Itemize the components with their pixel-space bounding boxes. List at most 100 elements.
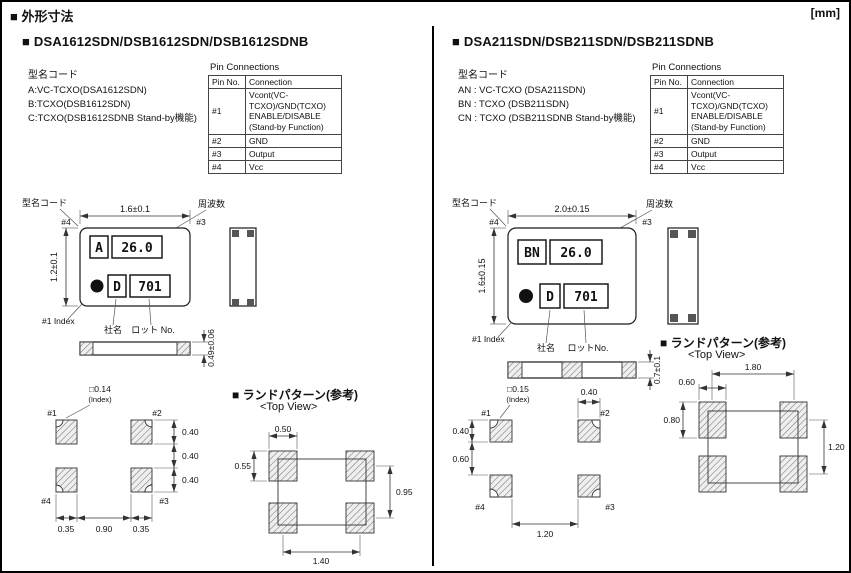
model-code-label: 型名コード: [28, 70, 78, 81]
land-pattern-drawing-left: 0.50 0.55 0.95 1.40: [234, 424, 413, 566]
footprint-drawing-right: □0.15 (Index) #1 #2 #4 #3 0.40: [452, 384, 615, 539]
frequency-marking: 26.0: [121, 241, 152, 256]
pad-width-dimension: 0.60: [678, 377, 727, 400]
section-heading-right: ■ DSA211SDN/DSB211SDN/DSB211SDNB: [452, 34, 715, 49]
company-label: 社名: [537, 342, 555, 353]
package-drawing-left: 型名コード 1.6±0.1 周波数 #4 #3 A 26.0 D 701 1.2…: [22, 197, 257, 367]
pin4-label: #4: [489, 217, 499, 227]
footprint-drawing-left: □0.14 (Index) #1 #2 #4 #3 0.40 0.40 0: [41, 384, 199, 534]
pin-row: #3 Output: [208, 146, 342, 161]
pin4-label: #4: [41, 496, 51, 506]
index-dim-text: □0.15: [507, 384, 529, 394]
model-code-pointer-label: 型名コード: [22, 197, 67, 208]
pin4-label: #4: [475, 502, 485, 512]
leader-line: [583, 309, 587, 344]
pad-width-dimension: 0.40: [577, 387, 601, 418]
vertical-dimensions: 0.40 0.60: [452, 419, 488, 476]
height-dim-text: 1.2±0.1: [49, 252, 59, 282]
code-box: [517, 239, 547, 265]
h-pitch-text: 1.80: [745, 362, 762, 372]
company-label: 社名: [104, 324, 122, 335]
pin-row: #4 Vcc: [208, 159, 342, 174]
pin-connection: Vcc: [245, 159, 342, 174]
conn-col-header: Connection: [245, 75, 342, 89]
pin-number: #4: [650, 159, 688, 174]
pin-col-header: Pin No.: [650, 75, 688, 89]
pad-height-text: 0.80: [663, 415, 680, 425]
v-dim-text: 0.40: [182, 475, 199, 485]
pin-row: #1 Vcont(VC-TCXO)/GND(TCXO) ENABLE/DISAB…: [208, 88, 342, 135]
vertical-pitch-dimension: 1.20: [809, 419, 845, 475]
index-label-text: (Index): [88, 395, 112, 404]
pin-row: #2 GND: [650, 133, 784, 148]
pin-number: #4: [208, 159, 246, 174]
pin-row: #2 GND: [208, 133, 342, 148]
pin-table-header-row: Pin No. Connection: [650, 75, 784, 89]
corner-pads: [489, 419, 601, 498]
height-dimension: 1.2±0.1: [49, 227, 78, 307]
index-pin-label: #1 Index: [472, 334, 505, 344]
pin-connections-title: Pin Connections: [652, 62, 722, 73]
thickness-dim-text: 0.7±0.1: [652, 356, 662, 385]
lot-box: [563, 283, 609, 309]
date-marking: D: [113, 280, 121, 295]
pin-number: #3: [208, 146, 246, 161]
land-pattern-drawing-right: 1.80 0.60 0.80 1.20: [663, 362, 845, 493]
pin-row: #1 Vcont(VC-TCXO)/GND(TCXO) ENABLE/DISAB…: [650, 88, 784, 135]
date-marking: D: [546, 290, 554, 305]
pin-connection: Output: [687, 146, 784, 161]
height-dim-text: 1.6±0.15: [477, 259, 487, 294]
vertical-pitch-dimension: 0.95: [376, 465, 413, 519]
height-dimension: 1.6±0.15: [477, 227, 506, 325]
model-code-line: B:TCXO(DSB1612SDN): [28, 98, 131, 110]
leader-line: [499, 404, 511, 419]
h-dim-text: 0.35: [133, 524, 150, 534]
v-dim-text: 0.40: [452, 426, 469, 436]
land-pattern-heading-left: ■ ランドパターン(参考): [232, 388, 358, 402]
pad-width-dimension: 0.50: [268, 424, 298, 449]
leader-line: [545, 309, 551, 344]
thickness-dimension: 0.7±0.1: [638, 350, 662, 390]
section-heading-left: ■ DSA1612SDN/DSB1612SDN/DSB1612SDNB: [22, 34, 309, 49]
leader-line: [489, 208, 507, 227]
model-code-pointer-label: 型名コード: [452, 197, 497, 208]
pin1-label: #1: [481, 408, 491, 418]
land-pattern-heading-right: ■ ランドパターン(参考): [660, 336, 786, 350]
column-divider: [432, 26, 434, 566]
pin-number: #1: [650, 88, 688, 135]
pad-width-text: 0.60: [678, 377, 695, 387]
pin-number: #2: [650, 133, 688, 148]
code-marking: A: [95, 241, 103, 256]
side-view: [667, 227, 699, 325]
index-dot: [519, 289, 533, 303]
pin-row: #4 Vcc: [650, 159, 784, 174]
leader-line: [67, 303, 83, 320]
pin-connection: Vcc: [687, 159, 784, 174]
pin-table: Pin No. Connection #1 Vcont(VC-TCXO)/GND…: [650, 75, 784, 174]
width-dim-text: 2.0±0.15: [555, 204, 590, 214]
date-box: [539, 283, 561, 309]
model-code-block-left: 型名コード A:VC-TCXO(DSA1612SDN) B:TCXO(DSB16…: [28, 66, 197, 125]
package-drawing-right: 型名コード 2.0±0.15 周波数 #4 #3 BN 26.0 D 701 1…: [452, 197, 699, 390]
pin-number: #1: [208, 88, 246, 135]
vertical-dimensions: 0.40 0.40 0.40: [154, 419, 199, 493]
frequency-box: [549, 239, 603, 265]
frequency-box: [111, 235, 163, 259]
package-outline-overlay: [707, 410, 799, 484]
pin-connections-title: Pin Connections: [210, 62, 280, 73]
land-pads: [268, 450, 375, 534]
profile-view: [79, 341, 191, 356]
pin-connection: GND: [687, 133, 784, 148]
pin-row: #3 Output: [650, 146, 784, 161]
pin2-label: #2: [152, 408, 162, 418]
index-dot: [90, 279, 104, 293]
pad-height-dimension: 0.55: [234, 450, 267, 482]
horizontal-dimension: 1.20: [511, 499, 579, 539]
date-box: [107, 274, 127, 298]
land-pattern-subheading-left: <Top View>: [260, 401, 318, 413]
conn-col-header: Connection: [687, 75, 784, 89]
index-label-text: (Index): [506, 395, 530, 404]
lot-box: [129, 274, 171, 298]
pin-connection: Vcont(VC-TCXO)/GND(TCXO) ENABLE/DISABLE …: [245, 88, 342, 135]
